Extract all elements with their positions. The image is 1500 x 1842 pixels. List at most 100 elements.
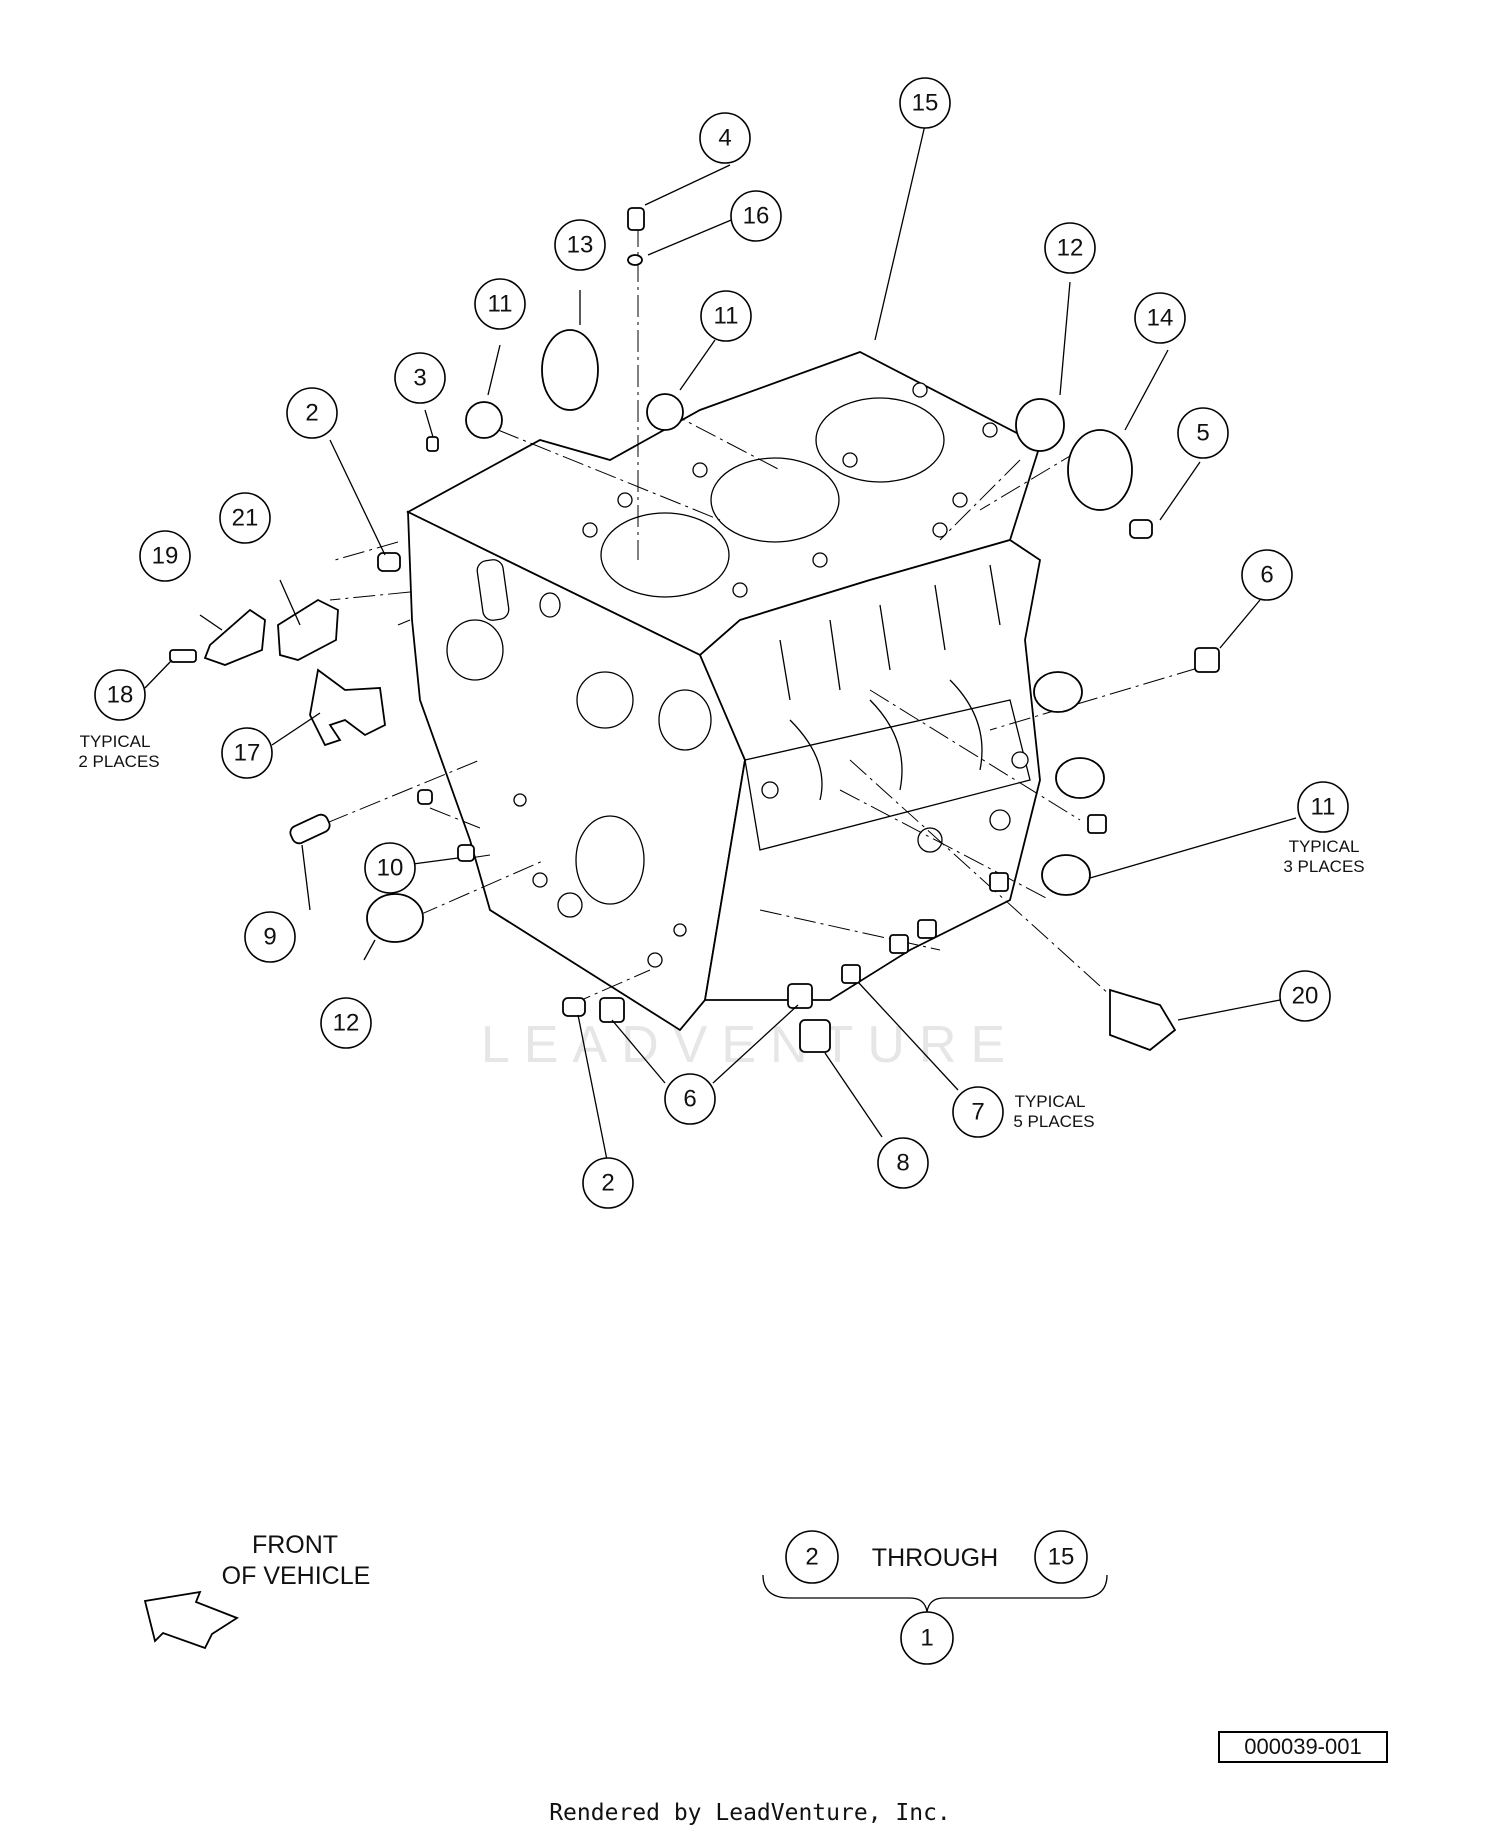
svg-text:6: 6 <box>683 1086 696 1113</box>
callout-2-top: 2 <box>286 387 338 439</box>
front-of-vehicle-legend: FRONT OF VEHICLE <box>143 1531 371 1650</box>
svg-text:12: 12 <box>1057 235 1084 262</box>
pin-9 <box>289 813 331 845</box>
svg-text:8: 8 <box>896 1150 909 1177</box>
watermark-text: LEADVENTURE <box>481 1016 1019 1074</box>
svg-text:2: 2 <box>305 400 318 427</box>
callout-11-right: 11 <box>1297 781 1349 833</box>
callout-8: 8 <box>877 1137 929 1189</box>
svg-text:20: 20 <box>1292 983 1319 1010</box>
center-lines <box>294 225 1199 1006</box>
plug-6-bottom-a <box>599 997 625 1023</box>
callouts: 15 4 16 13 11 11 12 14 3 2 5 21 19 6 18 … <box>94 77 1349 1209</box>
plug-6-right <box>1194 647 1220 673</box>
cap-13 <box>541 329 599 411</box>
svg-text:2: 2 <box>805 1544 818 1571</box>
svg-text:3: 3 <box>413 365 426 392</box>
svg-text:21: 21 <box>232 505 259 532</box>
plug-8 <box>799 1019 831 1053</box>
through-label: THROUGH <box>872 1544 998 1572</box>
plug-6-bottom-b <box>787 983 813 1009</box>
callout-5: 5 <box>1177 407 1229 459</box>
callout-20: 20 <box>1279 970 1331 1022</box>
svg-text:15: 15 <box>1048 1544 1075 1571</box>
footer-credit: Rendered by LeadVenture, Inc. <box>549 1800 951 1826</box>
cover-19 <box>203 608 266 666</box>
svg-text:11: 11 <box>488 291 513 318</box>
legend-callout-2: 2 <box>785 1530 839 1584</box>
plug-4 <box>627 207 645 231</box>
callout-11-top-left: 11 <box>474 278 526 330</box>
seal-11-c <box>1041 854 1091 896</box>
seal-11-b <box>1055 757 1105 799</box>
callout-13: 13 <box>554 219 606 271</box>
front-label-line1: FRONT <box>252 1531 338 1559</box>
svg-text:5: 5 <box>1196 420 1209 447</box>
note-typical-5-line2: 5 PLACES <box>1013 1112 1094 1131</box>
callout-19: 19 <box>139 530 191 582</box>
plug-12-bottom <box>366 893 424 943</box>
pin-2-top <box>377 552 401 572</box>
svg-text:18: 18 <box>107 682 134 709</box>
gasket-21 <box>277 598 339 661</box>
callout-9: 9 <box>244 911 296 963</box>
svg-text:2: 2 <box>601 1170 614 1197</box>
svg-text:14: 14 <box>1147 305 1174 332</box>
plug-11-left <box>465 401 503 439</box>
svg-text:9: 9 <box>263 924 276 951</box>
note-typical-2-line2: 2 PLACES <box>78 752 159 771</box>
loose-parts <box>169 207 1220 1053</box>
dowel-5 <box>1129 519 1153 539</box>
callout-6-bottom: 6 <box>664 1073 716 1125</box>
note-typical-2-line1: TYPICAL <box>80 732 151 751</box>
svg-text:1: 1 <box>920 1625 933 1652</box>
callout-12-bottom: 12 <box>320 997 372 1049</box>
svg-text:19: 19 <box>152 543 179 570</box>
legend-callout-15: 15 <box>1034 1530 1088 1584</box>
callout-12-top: 12 <box>1044 222 1096 274</box>
callout-2-bottom: 2 <box>582 1157 634 1209</box>
typical-notes: TYPICAL 2 PLACES TYPICAL 3 PLACES TYPICA… <box>78 732 1364 1131</box>
screw-18 <box>169 649 197 663</box>
cylinder-block <box>406 351 1042 1032</box>
callout-14: 14 <box>1134 292 1186 344</box>
svg-text:15: 15 <box>912 90 939 117</box>
svg-text:11: 11 <box>1311 794 1336 821</box>
drawing-number: 000039-001 <box>1218 1731 1388 1763</box>
callout-21: 21 <box>219 492 271 544</box>
svg-text:10: 10 <box>377 855 404 882</box>
legend-callout-1: 1 <box>900 1611 954 1665</box>
callout-6-right: 6 <box>1241 549 1293 601</box>
callout-4: 4 <box>699 112 751 164</box>
svg-text:16: 16 <box>743 203 770 230</box>
svg-text:7: 7 <box>971 1099 984 1126</box>
svg-text:4: 4 <box>718 125 731 152</box>
note-typical-3-line2: 3 PLACES <box>1283 857 1364 876</box>
note-typical-3-line1: TYPICAL <box>1289 837 1360 856</box>
seal-11-a <box>1033 671 1083 713</box>
callout-16: 16 <box>730 190 782 242</box>
o-ring-16 <box>627 254 643 266</box>
front-label-line2: OF VEHICLE <box>222 1562 371 1590</box>
oil-pressure-switch-20 <box>1109 988 1177 1052</box>
dowel-10-a <box>417 789 433 805</box>
assembly-legend: 2 THROUGH 15 1 <box>762 1530 1108 1665</box>
leader-lines <box>144 124 1297 1166</box>
callout-10: 10 <box>364 842 416 894</box>
callout-15-top: 15 <box>899 77 951 129</box>
callout-11-top-mid: 11 <box>700 290 752 342</box>
svg-text:12: 12 <box>333 1010 360 1037</box>
callout-17: 17 <box>221 727 273 779</box>
plug-11-mid <box>646 393 684 431</box>
callout-7: 7 <box>952 1086 1004 1138</box>
svg-text:17: 17 <box>234 740 261 767</box>
plug-12-top <box>1015 398 1065 452</box>
front-arrow-icon <box>143 1590 239 1650</box>
dowel-3 <box>426 436 439 452</box>
svg-text:13: 13 <box>567 232 594 259</box>
watermark: LEADVENTURE <box>481 1016 1019 1074</box>
note-typical-5-line1: TYPICAL <box>1015 1092 1086 1111</box>
pin-2-bottom <box>562 997 586 1017</box>
dowel-10-b <box>457 844 475 862</box>
